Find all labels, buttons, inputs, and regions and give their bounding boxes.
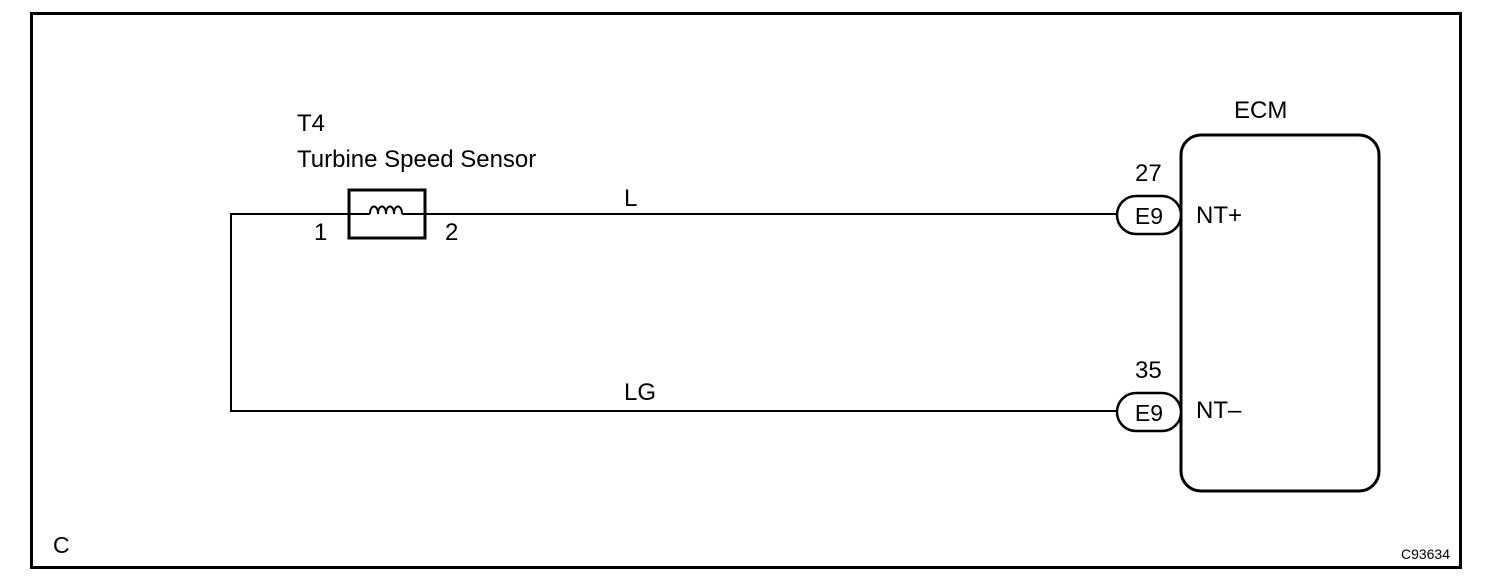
pin-number: 27: [1135, 160, 1162, 187]
ecm-pin-nt-minus: 35 E9 NT–: [1115, 357, 1242, 433]
diagram-frame: [30, 12, 1462, 569]
sensor-pin-1: 1: [314, 219, 327, 246]
wire-color-lower: LG: [624, 379, 656, 406]
ecm-box: [1179, 133, 1381, 493]
corner-letter: C: [53, 532, 70, 558]
ecm-title: ECM: [1234, 97, 1287, 124]
pin-number: 35: [1135, 357, 1162, 384]
wire-color-upper: L: [624, 185, 637, 212]
connector-oval: [1115, 194, 1183, 236]
sensor-name: Turbine Speed Sensor: [297, 146, 536, 173]
ecm-pin-nt-plus: 27 E9 NT+: [1115, 160, 1242, 236]
connector-oval: [1115, 391, 1183, 433]
signal-name: NT–: [1196, 397, 1242, 424]
connector-code: E9: [1135, 400, 1163, 426]
sensor-code: T4: [297, 110, 325, 137]
connector-code: E9: [1135, 203, 1163, 229]
wire-loop: [230, 213, 1118, 412]
signal-name: NT+: [1196, 202, 1242, 229]
figure-code: C93634: [1401, 546, 1450, 562]
turbine-speed-sensor: [347, 188, 427, 240]
sensor-pin-2: 2: [445, 219, 458, 246]
coil-icon: [349, 205, 425, 215]
